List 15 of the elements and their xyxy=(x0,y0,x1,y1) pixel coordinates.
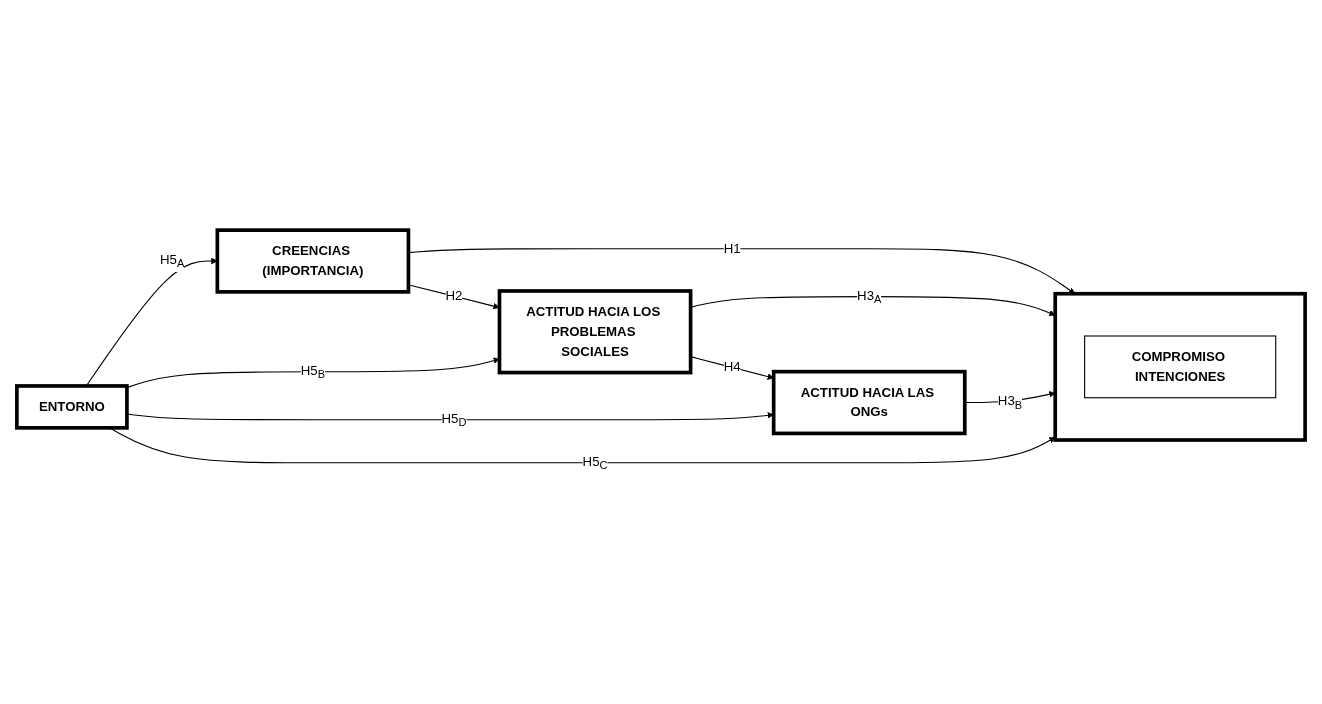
node-box: CREENCIAS (IMPORTANCIA) xyxy=(215,228,411,294)
edge-label: H1 xyxy=(723,240,741,256)
node-box: ACTITUD HACIA LAS ONGs xyxy=(771,369,967,436)
edge-label: H4 xyxy=(723,359,741,375)
edge-label: H5$_{C}$ xyxy=(582,453,608,472)
node-box: ENTORNO xyxy=(15,384,129,430)
node-box: ACTITUD HACIA LOS PROBLEMAS SOCIALES xyxy=(497,289,693,375)
edge-label: H5$_{D}$ xyxy=(441,410,467,429)
edge-label: H5$_{B}$ xyxy=(300,362,326,381)
cluster xyxy=(1053,291,1307,442)
edge-label: H3$_{B}$ xyxy=(997,393,1023,412)
edge-label: H5$_{A}$ xyxy=(159,252,185,270)
node-box: COMPROMISO INTENCIONES xyxy=(1084,335,1277,399)
edge-label: H3$_{A}$ xyxy=(857,287,882,306)
edge-label: H2 xyxy=(445,288,463,304)
